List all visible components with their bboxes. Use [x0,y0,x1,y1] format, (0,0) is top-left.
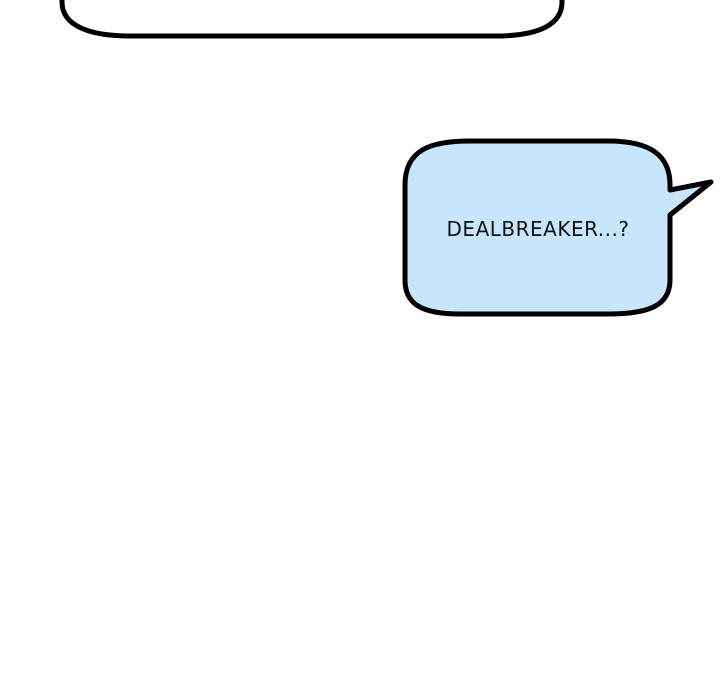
blue-speech-bubble [402,138,714,317]
top-speech-bubble [59,0,565,39]
speech-bubble-text: DEALBREAKER...? [446,217,630,241]
